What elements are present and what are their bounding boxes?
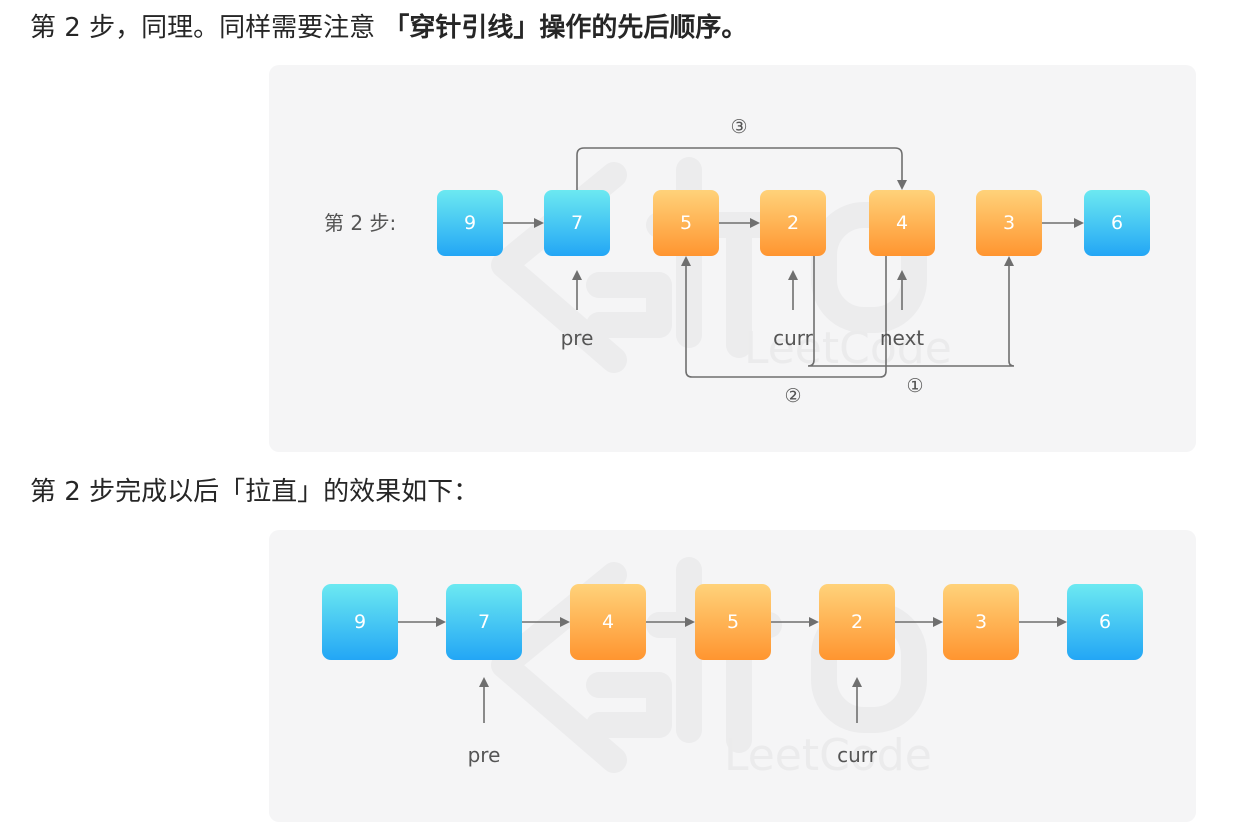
marker-step3: ③ <box>730 116 747 138</box>
list-node-2: 2 <box>819 584 895 660</box>
list-node-6: 6 <box>1084 190 1150 256</box>
step-description-text: 第 2 步，同理。同样需要注意 <box>30 13 384 43</box>
arrow-head <box>1074 218 1084 228</box>
pointer-label: curr <box>837 743 878 767</box>
arrow-head <box>560 617 570 627</box>
arrow-head <box>852 677 862 687</box>
node-box <box>437 190 503 256</box>
node-box <box>976 190 1042 256</box>
pointer-curr: curr <box>837 677 878 767</box>
node-box <box>446 584 522 660</box>
link-arrows <box>398 617 1067 627</box>
arrow-head <box>685 617 695 627</box>
list-node-4: 4 <box>570 584 646 660</box>
step-label: 第 2 步: <box>324 211 396 235</box>
list-node-2: 2 <box>760 190 826 256</box>
node-value: 6 <box>1111 212 1123 234</box>
arrow-head <box>534 218 544 228</box>
node-value: 3 <box>975 611 987 633</box>
pointer-list: pre curr <box>468 677 878 767</box>
node-value: 4 <box>602 611 614 633</box>
node-box <box>322 584 398 660</box>
node-box <box>1067 584 1143 660</box>
pointer-label: curr <box>773 326 814 350</box>
node-box <box>570 584 646 660</box>
list-node-6: 6 <box>1067 584 1143 660</box>
arrow-head <box>897 270 907 280</box>
node-box <box>695 584 771 660</box>
reconnect-arrow-step1 <box>807 256 1015 367</box>
result-description: 第 2 步完成以后「拉直」的效果如下： <box>30 477 480 507</box>
marker-step1: ① <box>906 375 923 397</box>
arrow-head <box>1004 256 1014 266</box>
list-node-3: 3 <box>976 190 1042 256</box>
node-box <box>819 584 895 660</box>
node-value: 5 <box>680 212 692 234</box>
arrow-head <box>681 256 691 266</box>
arrow-head <box>479 677 489 687</box>
diagram-result-panel: LeetCode 9 7 4 5 2 3 6 pre curr <box>269 530 1196 822</box>
node-value: 4 <box>896 212 908 234</box>
list-node-5: 5 <box>653 190 719 256</box>
node-list: 9 7 4 5 2 3 6 <box>322 584 1143 660</box>
node-value: 7 <box>571 212 583 234</box>
marker-step2: ② <box>784 385 801 407</box>
link-arrows <box>503 147 1084 378</box>
pointer-pre: pre <box>468 677 501 767</box>
node-box <box>943 584 1019 660</box>
node-box <box>760 190 826 256</box>
pointer-curr: curr <box>773 270 814 350</box>
node-box <box>1084 190 1150 256</box>
node-box <box>869 190 935 256</box>
list-node-7: 7 <box>544 190 610 256</box>
node-list: 9 7 5 2 4 3 6 <box>437 190 1150 256</box>
node-value: 2 <box>787 212 799 234</box>
list-node-7: 7 <box>446 584 522 660</box>
node-box <box>544 190 610 256</box>
node-box <box>653 190 719 256</box>
list-node-5: 5 <box>695 584 771 660</box>
step-description-emphasis: 「穿针引线」操作的先后顺序。 <box>383 13 748 43</box>
pointer-label: pre <box>561 326 594 350</box>
arrow-head <box>897 180 907 190</box>
node-value: 9 <box>354 611 366 633</box>
pointer-label: next <box>880 326 924 350</box>
watermark-brand-text: LeetCode <box>724 730 932 781</box>
arrow-head <box>809 617 819 627</box>
pointer-label: pre <box>468 743 501 767</box>
diagram-result: LeetCode 9 7 4 5 2 3 6 pre curr <box>322 557 1143 781</box>
list-node-9: 9 <box>322 584 398 660</box>
arrow-head <box>1057 617 1067 627</box>
node-value: 7 <box>478 611 490 633</box>
reconnect-arrow-step2 <box>685 256 887 378</box>
arrow-head <box>933 617 943 627</box>
arrow-head <box>788 270 798 280</box>
node-value: 3 <box>1003 212 1015 234</box>
list-node-9: 9 <box>437 190 503 256</box>
pointer-list: pre curr next <box>561 270 924 350</box>
list-node-4: 4 <box>869 190 935 256</box>
node-value: 2 <box>851 611 863 633</box>
list-node-3: 3 <box>943 584 1019 660</box>
step-description: 第 2 步，同理。同样需要注意 「穿针引线」操作的先后顺序。 <box>30 10 747 46</box>
pointer-next: next <box>880 270 924 350</box>
node-value: 5 <box>727 611 739 633</box>
arrow-head <box>436 617 446 627</box>
reconnect-arrow-step3 <box>576 147 903 190</box>
pointer-pre: pre <box>561 270 594 350</box>
arrow-head <box>750 218 760 228</box>
arrow-head <box>572 270 582 280</box>
node-value: 6 <box>1099 611 1111 633</box>
node-value: 9 <box>464 212 476 234</box>
